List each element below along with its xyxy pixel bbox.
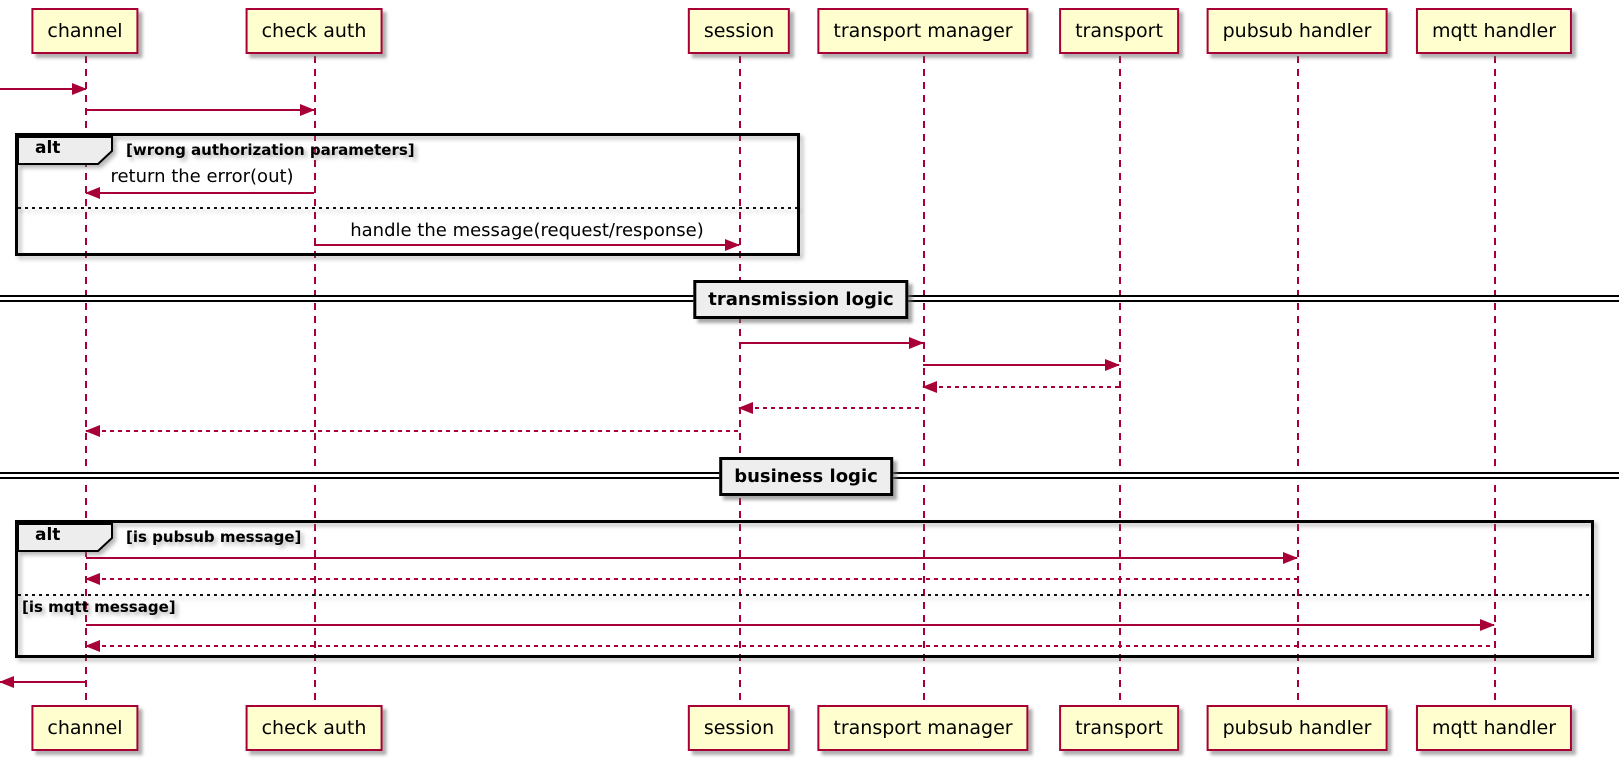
alt-operator-badge: alt <box>17 136 114 165</box>
participant-check-auth-top: check auth <box>245 8 383 54</box>
lifeline-check-auth <box>314 56 316 705</box>
message-return-the-error <box>85 187 314 199</box>
message-session-to-channel-return <box>85 425 739 437</box>
arrowhead-left-icon <box>85 640 100 652</box>
message-session-to-transport-manager <box>739 337 924 349</box>
message-channel-out <box>0 676 86 688</box>
message-label: handle the message(request/response) <box>350 220 704 241</box>
participant-pubsub-handler-bottom: pubsub handler <box>1206 705 1388 751</box>
arrowhead-left-icon <box>738 402 753 414</box>
arrowhead-right-icon <box>1105 359 1120 371</box>
guard-label: [is mqtt message] <box>22 598 176 616</box>
participant-transport-manager-top: transport manager <box>817 8 1029 54</box>
alt-operator-badge: alt <box>17 523 114 552</box>
alt-frame-authorization: alt [wrong authorization parameters] <box>15 133 800 256</box>
participant-transport-bottom: transport <box>1059 705 1179 751</box>
message-transport-to-transport-manager-return <box>922 381 1119 393</box>
else-divider <box>18 594 1591 596</box>
message-transport-manager-to-transport <box>923 359 1120 371</box>
alt-frame-message-type: alt [is pubsub message] [is mqtt message… <box>15 520 1594 658</box>
arrowhead-right-icon <box>300 104 315 116</box>
message-channel-to-mqtt-handler <box>86 619 1495 631</box>
alt-pentagon-icon <box>17 523 113 552</box>
guard-label: [wrong authorization parameters] <box>126 141 415 159</box>
arrowhead-right-icon <box>72 83 87 95</box>
lifeline-transport-manager <box>923 56 925 705</box>
message-in-to-channel <box>0 83 87 95</box>
participant-session-bottom: session <box>687 705 791 751</box>
arrowhead-right-icon <box>1283 552 1298 564</box>
arrowhead-right-icon <box>725 239 740 251</box>
message-transport-manager-to-session-return <box>738 402 923 414</box>
lifeline-channel <box>85 56 87 705</box>
participant-mqtt-handler-top: mqtt handler <box>1415 8 1573 54</box>
divider-label-transmission-logic: transmission logic <box>693 280 909 319</box>
arrowhead-right-icon <box>909 337 924 349</box>
arrowhead-left-icon <box>922 381 937 393</box>
lifeline-transport <box>1119 56 1121 705</box>
participant-check-auth-bottom: check auth <box>245 705 383 751</box>
arrowhead-right-icon <box>1480 619 1495 631</box>
message-channel-to-pubsub-handler <box>86 552 1298 564</box>
participant-channel-top: channel <box>31 8 139 54</box>
alt-operator-label: alt <box>35 525 61 545</box>
message-pubsub-handler-to-channel-return <box>85 573 1297 585</box>
message-handle-the-message <box>314 239 740 251</box>
participant-channel-bottom: channel <box>31 705 139 751</box>
lifeline-mqtt-handler <box>1494 56 1496 705</box>
else-divider <box>18 207 797 209</box>
arrowhead-left-icon <box>85 187 100 199</box>
alt-pentagon-icon <box>17 136 113 165</box>
participant-mqtt-handler-bottom: mqtt handler <box>1415 705 1573 751</box>
lifeline-session <box>739 56 741 705</box>
guard-label: [is pubsub message] <box>126 528 302 546</box>
participant-transport-manager-bottom: transport manager <box>817 705 1029 751</box>
participant-session-top: session <box>687 8 791 54</box>
alt-operator-label: alt <box>35 138 61 158</box>
lifeline-pubsub-handler <box>1297 56 1299 705</box>
message-mqtt-handler-to-channel-return <box>85 640 1494 652</box>
arrowhead-left-icon <box>85 573 100 585</box>
divider-label-business-logic: business logic <box>719 457 893 496</box>
message-channel-to-check-auth <box>86 104 315 116</box>
message-label: return the error(out) <box>110 166 294 187</box>
arrowhead-left-icon <box>0 676 14 688</box>
arrowhead-left-icon <box>85 425 100 437</box>
participant-transport-top: transport <box>1059 8 1179 54</box>
participant-pubsub-handler-top: pubsub handler <box>1206 8 1388 54</box>
